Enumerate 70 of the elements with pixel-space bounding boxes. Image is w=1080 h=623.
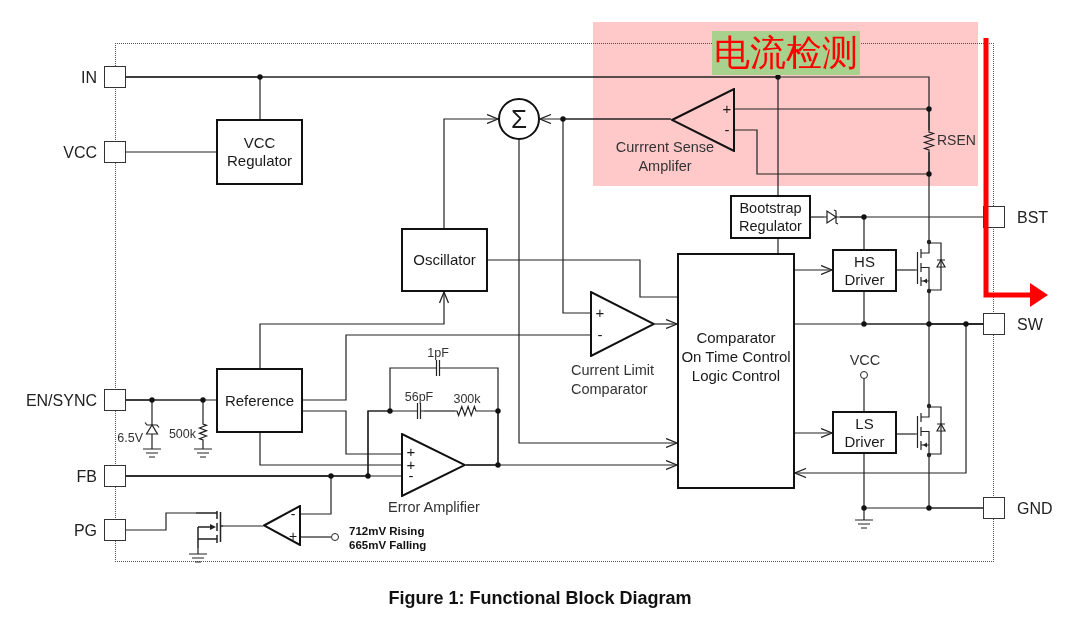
wire bbox=[734, 108, 930, 131]
wire bbox=[259, 432, 402, 466]
signal-arrow bbox=[794, 427, 833, 439]
pin-label: SW bbox=[1017, 315, 1043, 335]
input-sign: - bbox=[597, 327, 603, 343]
pin-label: VCC bbox=[63, 143, 97, 163]
function-block: HS Driver bbox=[832, 249, 897, 292]
wire bbox=[777, 238, 779, 254]
signal-arrow bbox=[654, 318, 678, 330]
input-sign: + bbox=[406, 444, 416, 460]
wire bbox=[487, 259, 678, 298]
pin-label: FB bbox=[76, 467, 97, 487]
input-sign: + bbox=[722, 101, 732, 117]
function-block: VCC Regulator bbox=[216, 119, 303, 185]
wire bbox=[125, 151, 217, 153]
figure-caption: Figure 1: Functional Block Diagram bbox=[388, 587, 692, 609]
highlight-band bbox=[593, 22, 978, 186]
wire bbox=[562, 118, 672, 314]
input-sign: + bbox=[595, 305, 605, 321]
wire bbox=[300, 536, 332, 538]
block-text: Logic Control bbox=[691, 366, 781, 385]
signal-arrow bbox=[794, 264, 833, 276]
pin-label: BST bbox=[1017, 208, 1049, 228]
wire bbox=[222, 525, 264, 527]
terminal-label: 665mV Falling bbox=[349, 538, 427, 552]
pin-label: IN bbox=[81, 68, 97, 88]
component-value: 1pF bbox=[427, 346, 449, 361]
terminal-label: 712mV Rising bbox=[349, 524, 425, 538]
signal-arrow bbox=[518, 139, 678, 449]
wire bbox=[928, 151, 930, 241]
signal-arrow bbox=[259, 291, 450, 369]
component-value: 6.5V bbox=[117, 431, 143, 446]
function-block: Oscillator bbox=[401, 228, 488, 292]
wire bbox=[928, 456, 984, 509]
component-value: 56pF bbox=[404, 390, 434, 405]
pin-label: GND bbox=[1017, 499, 1053, 519]
wire bbox=[302, 334, 591, 401]
component-value: 300k bbox=[453, 392, 481, 407]
wire bbox=[810, 216, 825, 218]
amplifier-label: Currrent Sense Amplifer bbox=[615, 138, 715, 176]
wire bbox=[423, 410, 456, 412]
wire bbox=[863, 378, 865, 412]
wire bbox=[125, 367, 434, 477]
wire bbox=[125, 512, 197, 531]
wire bbox=[896, 433, 916, 435]
wire bbox=[896, 269, 916, 271]
amplifier-label: Error Amplifier bbox=[388, 498, 480, 517]
wire bbox=[839, 216, 865, 250]
terminal-label: VCC bbox=[849, 352, 881, 369]
function-block: Bootstrap Regulator bbox=[730, 195, 811, 239]
amplifier-label: Current Limit Comparator bbox=[571, 361, 655, 399]
signal-arrow bbox=[794, 323, 984, 479]
block-text: On Time Control bbox=[681, 347, 791, 366]
signal-arrow bbox=[465, 459, 678, 471]
wire bbox=[125, 399, 204, 423]
wire bbox=[302, 410, 402, 455]
highlight-label: 电流检测 bbox=[712, 31, 860, 75]
function-block: Reference bbox=[216, 368, 303, 433]
function-block: LS Driver bbox=[832, 411, 897, 454]
input-sign: - bbox=[290, 506, 296, 522]
signal-arrow bbox=[443, 113, 499, 229]
input-sign: - bbox=[724, 122, 730, 138]
function-block bbox=[677, 253, 795, 489]
block-text: Comparator bbox=[696, 328, 776, 347]
input-sign: + bbox=[288, 528, 298, 544]
pin-label: EN/SYNC bbox=[25, 391, 97, 411]
pin-label: PG bbox=[73, 521, 97, 541]
summing-junction: Σ bbox=[498, 98, 540, 140]
component-value: RSEN bbox=[937, 133, 976, 148]
component-value: 500k bbox=[168, 427, 196, 442]
